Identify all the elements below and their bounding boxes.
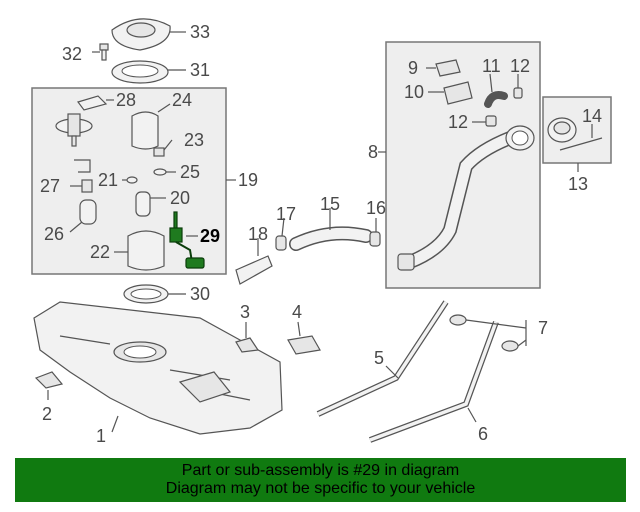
filler-neck: [397, 125, 535, 271]
pump-head: [55, 113, 93, 147]
callout-9: 9: [408, 58, 418, 78]
callout-23: 23: [184, 130, 204, 150]
heat-shield-18: [235, 238, 273, 285]
callout-28: 28: [116, 90, 136, 110]
hose-11: [484, 73, 508, 108]
callout-29: 29: [200, 226, 220, 246]
callout-4: 4: [292, 302, 302, 322]
callout-30: 30: [190, 284, 210, 304]
callout-15: 15: [320, 194, 340, 214]
callout-21: 21: [98, 170, 118, 190]
insulator-7: [449, 314, 527, 352]
callout-22: 22: [90, 242, 110, 262]
pad-3: [235, 322, 260, 353]
wiring-harness-29-highlighted: [169, 211, 205, 269]
bolt-32: [99, 43, 109, 61]
strap-6: [368, 320, 499, 443]
callout-2: 2: [42, 404, 52, 424]
callout-1: 1: [96, 426, 106, 446]
callout-6: 6: [478, 424, 488, 444]
fitting-27: [70, 179, 93, 193]
hose-15: [289, 208, 373, 251]
info-banner: Part or sub-assembly is #29 in diagram D…: [15, 458, 626, 502]
banner-line-1: Part or sub-assembly is #29 in diagram: [181, 462, 460, 479]
pump-cover-33: [111, 18, 171, 51]
ring-21: [126, 176, 138, 184]
fuel-cap-14: [547, 117, 603, 151]
callout-20: 20: [170, 188, 190, 208]
callout-33: 33: [190, 22, 210, 42]
callout-7: 7: [538, 318, 548, 338]
bracket-9: [426, 59, 461, 77]
clip-12-top: [513, 74, 523, 99]
callout-19: 19: [238, 170, 258, 190]
fuel-tank-1: [33, 301, 283, 435]
strap-5: [316, 300, 449, 417]
callout-12-mid: 12: [448, 112, 468, 132]
callout-5: 5: [374, 348, 384, 368]
callout-27: 27: [40, 176, 60, 196]
pad-2: [34, 371, 64, 400]
callout-18: 18: [248, 224, 268, 244]
callout-3: 3: [240, 302, 250, 322]
callout-14: 14: [582, 106, 602, 126]
callout-13: 13: [568, 174, 588, 194]
callout-31: 31: [190, 60, 210, 80]
connector-23: [153, 139, 173, 157]
clamp-17: [275, 217, 287, 251]
sender-26: [69, 199, 97, 233]
callout-10: 10: [404, 82, 424, 102]
callout-12-top: 12: [510, 56, 530, 76]
callout-25: 25: [180, 162, 200, 182]
banner-line-2: Diagram may not be specific to your vehi…: [165, 480, 476, 497]
callout-11: 11: [482, 56, 501, 76]
callout-24: 24: [172, 90, 192, 110]
flange-28: [77, 95, 114, 111]
callout-16: 16: [366, 198, 386, 218]
clip-12-mid: [472, 115, 497, 127]
callout-8: 8: [368, 142, 378, 162]
bracket-10: [428, 81, 473, 105]
pad-4: [287, 321, 321, 355]
reservoir-22: [114, 230, 165, 271]
clamp-16: [369, 218, 381, 247]
pump-body-24: [131, 103, 171, 150]
filter-20: [135, 191, 166, 217]
pump-ring-31: [111, 60, 169, 84]
callout-17: 17: [276, 204, 296, 224]
oring-25: [153, 168, 167, 176]
gasket-30: [123, 284, 186, 304]
callout-26: 26: [44, 224, 64, 244]
callout-32: 32: [62, 44, 82, 64]
